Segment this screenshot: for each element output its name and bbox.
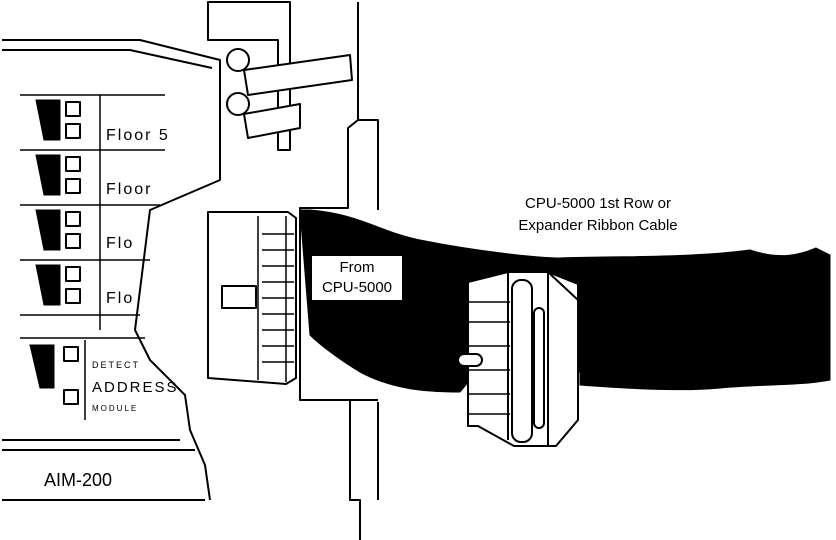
indicator-block <box>35 99 61 141</box>
next-module-line1: To Next <box>779 314 827 330</box>
led-square <box>65 123 81 139</box>
floor-label: Floor <box>106 181 152 198</box>
led-square <box>65 211 81 227</box>
led-square <box>65 266 81 282</box>
indicator-block <box>35 154 61 196</box>
address-label: ADDRESS <box>92 379 179 396</box>
aim-200-module: Floor 5 Floor Flo Flo DETECT ADDRESS MOD… <box>2 39 221 501</box>
mounting-studs <box>207 1 353 151</box>
indicator-block <box>29 344 55 389</box>
stud-bottom <box>226 92 250 116</box>
detect-label: DETECT <box>92 360 140 370</box>
chassis-wall <box>299 2 379 540</box>
connector-key <box>221 285 257 309</box>
stud-bracket <box>207 1 291 151</box>
ribbon-fold <box>547 261 706 275</box>
floor-label: Flo <box>106 235 134 252</box>
module-small-label: MODULE <box>92 404 138 413</box>
indicator-block <box>35 264 61 306</box>
from-label-box <box>312 256 402 300</box>
stud-top <box>226 48 250 72</box>
led-square <box>65 156 81 172</box>
from-label-line2: CPU-5000 <box>322 279 392 296</box>
led-square <box>65 178 81 194</box>
led-square <box>65 288 81 304</box>
plug-ribs <box>468 301 510 415</box>
plug-grip <box>457 353 483 367</box>
cable-title-line2: Expander Ribbon Cable <box>518 217 677 234</box>
header-connector <box>207 211 297 385</box>
indicator-block <box>35 209 61 251</box>
plug-slot <box>533 307 545 429</box>
plug-latch <box>511 279 533 443</box>
connector-pins <box>262 233 294 363</box>
cable-title-line1: CPU-5000 1st Row or <box>525 195 671 212</box>
wall-step <box>358 119 379 210</box>
module-frame <box>2 39 221 501</box>
from-label-line1: From <box>340 259 375 276</box>
plug-side <box>547 271 579 420</box>
ribbon-plug <box>457 271 579 447</box>
module-name-label: AIM-200 <box>44 470 112 490</box>
wall-edge-left <box>299 2 361 540</box>
stud-bottom-shaft <box>243 103 301 139</box>
led-square <box>65 233 81 249</box>
module-frame-inner <box>2 49 213 69</box>
led-square <box>65 101 81 117</box>
next-module-line2: Module <box>780 334 826 350</box>
floor-label: Flo <box>106 290 134 307</box>
floor-5-label: Floor 5 <box>106 127 170 144</box>
led-square <box>63 346 79 362</box>
led-square <box>63 389 79 405</box>
stud-top-shaft <box>243 54 353 96</box>
